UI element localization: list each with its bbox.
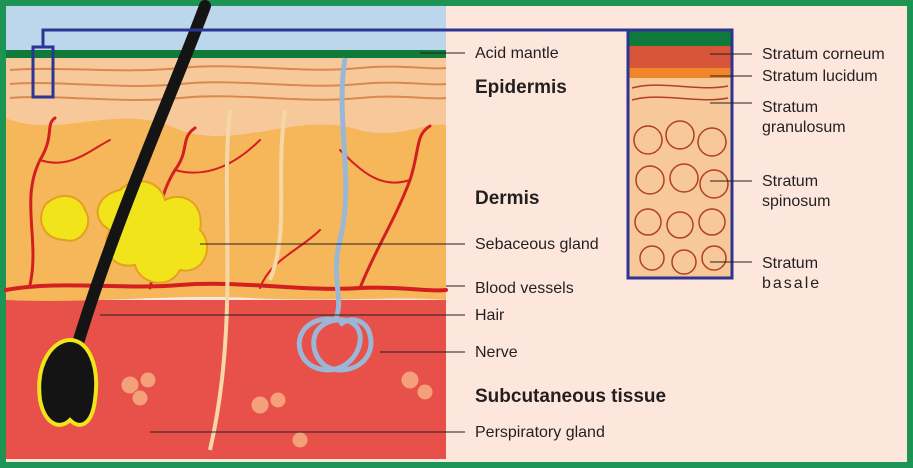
label-stratum-granulosum-line1: Stratum: [762, 98, 818, 117]
epidermis-inset: [628, 30, 732, 278]
fat-cell: [417, 384, 433, 400]
label-epidermis: Epidermis: [475, 77, 567, 99]
label-stratum-spinosum-line1: Stratum: [762, 172, 818, 191]
surface-air: [6, 6, 446, 50]
label-nerve: Nerve: [475, 343, 518, 362]
label-stratum-lucidum: Stratum lucidum: [762, 67, 878, 86]
fat-cell: [270, 392, 286, 408]
label-sebaceous-gland: Sebaceous gland: [475, 235, 599, 254]
label-acid-mantle: Acid mantle: [475, 44, 559, 63]
label-stratum-corneum: Stratum corneum: [762, 45, 885, 64]
label-dermis: Dermis: [475, 188, 539, 210]
fat-cell: [292, 432, 308, 448]
sebaceous-gland: [41, 196, 88, 241]
label-stratum-basale-line2: basale: [762, 274, 821, 293]
label-hair: Hair: [475, 306, 504, 325]
fat-cell: [401, 371, 419, 389]
label-perspiratory-gland: Perspiratory gland: [475, 423, 605, 442]
fat-cell: [251, 396, 269, 414]
label-subcutaneous-tissue: Subcutaneous tissue: [475, 386, 666, 408]
label-blood-vessels: Blood vessels: [475, 279, 574, 298]
acid-mantle-layer: [6, 50, 446, 58]
label-stratum-granulosum-line2: granulosum: [762, 118, 846, 137]
inset-acid-mantle: [628, 30, 732, 46]
fat-cell: [140, 372, 156, 388]
hair-follicle: [39, 340, 96, 425]
label-stratum-spinosum-line2: spinosum: [762, 192, 830, 211]
inset-stratum-corneum: [628, 46, 732, 68]
fat-cell: [132, 390, 148, 406]
label-stratum-basale-line1: Stratum: [762, 254, 818, 273]
